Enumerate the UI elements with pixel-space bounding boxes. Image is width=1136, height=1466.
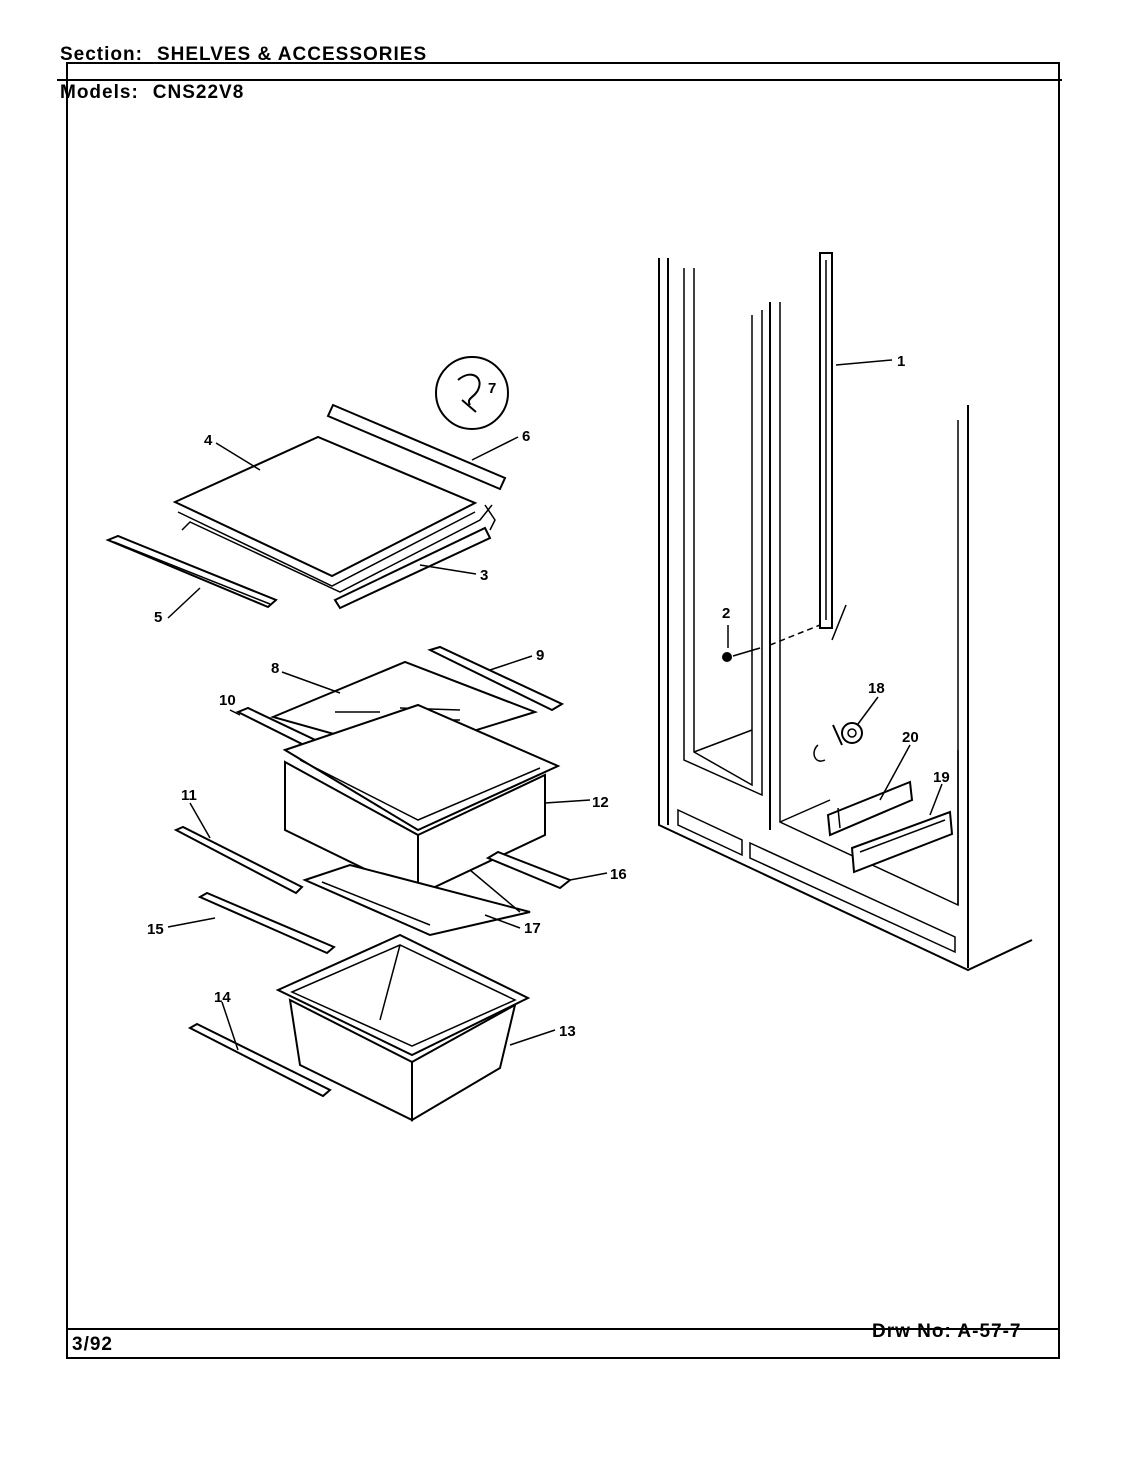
callout-labels: 1 2 3 4 5 6 7 8 9 10 11 12 13 14 15 16 1… [147,353,950,1040]
models-heading: Models: CNS22V8 [60,82,244,104]
part-6-rear-trim [326,403,507,491]
section-heading: Section: SHELVES & ACCESSORIES [60,44,427,66]
cabinet-liner [658,258,1033,972]
callout-14: 14 [214,989,231,1006]
part-20-control-housing [826,780,914,837]
callout-18: 18 [868,680,885,697]
callout-3: 3 [480,567,488,584]
callout-7: 7 [488,380,496,397]
callout-11: 11 [181,787,197,804]
drawing-label: Drw No: [872,1321,952,1342]
part-4-glass-shelf [172,435,478,587]
drawing-date: 3/92 [72,1334,113,1355]
callout-15: 15 [147,921,164,938]
callout-9: 9 [536,647,544,664]
drawing-number-block: Drw No: A-57-7 [872,1321,1021,1343]
callout-8: 8 [271,660,279,677]
callout-17: 17 [524,920,541,937]
part-14-bin-trim [187,1022,332,1098]
callout-19: 19 [933,769,950,786]
callout-6: 6 [522,428,530,445]
callout-13: 13 [559,1023,576,1040]
part-15-pan-trim [197,891,336,955]
section-label: Section: [60,44,143,65]
leader-lines [167,359,943,1051]
callout-10: 10 [219,692,236,709]
callout-20: 20 [902,729,919,746]
callout-5: 5 [154,609,162,626]
section-value: SHELVES & ACCESSORIES [156,44,428,65]
models-value: CNS22V8 [152,82,245,103]
callout-2: 2 [722,605,730,622]
models-label: Models: [60,82,139,103]
part-2-screw [722,624,821,662]
part-16-slide-rail [485,850,572,890]
part-9-cover-trim [427,645,565,712]
part-13-drawer-bin [275,933,531,1122]
drawing-frame [66,62,1060,1359]
part-3-shelf-frame [181,504,496,610]
part-11-pan-trim [173,825,304,895]
part-5-front-trim [105,534,278,609]
part-7-clip-callout [435,356,509,430]
frame-top-rule [57,79,1062,81]
part-18-control-knob [813,722,863,762]
footer-rule [66,1328,1060,1330]
callout-12: 12 [592,794,609,811]
part-1-shelf-ladder [819,252,847,641]
part-17-slide-frame [302,863,531,937]
part-19-trim [850,810,954,874]
callout-16: 16 [610,866,627,883]
drawing-number: A-57-7 [957,1321,1022,1342]
callout-1: 1 [897,353,905,370]
callout-4: 4 [204,432,213,449]
part-12-crisper-pan [282,703,561,897]
